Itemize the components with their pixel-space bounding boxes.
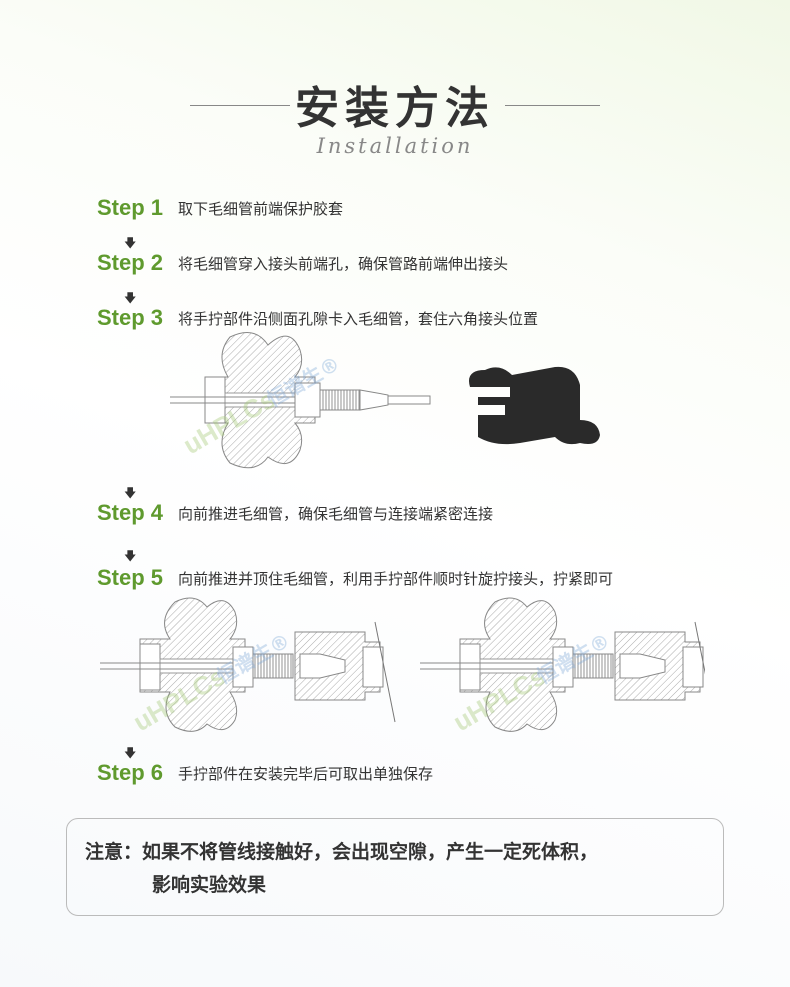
fitting-assembly-before: uHPLCs 恒谱生®: [100, 597, 396, 737]
step-text: 向前推进毛细管，确保毛细管与连接端紧密连接: [178, 504, 494, 523]
title-divider-right: [505, 105, 600, 106]
page-subtitle: Installation: [316, 134, 474, 158]
step-label: Step 4: [97, 500, 164, 525]
down-arrow-icon: 🡇: [124, 236, 137, 250]
fitting-diagram-step5: uHPLCs 恒谱生®: [100, 597, 705, 738]
step-text: 将手拧部件沿侧面孔隙卡入毛细管，套住六角接头位置: [178, 309, 539, 328]
note-box: [66, 818, 724, 916]
hand-tightening-part-photo: [469, 366, 600, 445]
step-5: Step 5 向前推进并顶住毛细管，利用手拧部件顺时针旋拧接头，拧紧即可: [97, 563, 613, 593]
down-arrow-icon: 🡇: [124, 291, 137, 305]
fitting-assembly-tightened: [419, 597, 705, 738]
note-line-1: 注意：如果不将管线接触好，会出现空隙，产生一定死体积，: [85, 841, 599, 863]
step-text: 将毛细管穿入接头前端孔，确保管路前端伸出接头: [178, 254, 509, 273]
down-arrow-icon: 🡇: [124, 549, 137, 563]
title-divider-left: [190, 105, 290, 106]
note-line-2: 影响实验效果: [152, 874, 267, 896]
step-6: Step 6 手拧部件在安装完毕后可取出单独保存: [97, 758, 433, 788]
step-2: Step 2 将毛细管穿入接头前端孔，确保管路前端伸出接头: [97, 248, 508, 278]
step-label: Step 5: [97, 565, 164, 590]
step-text: 向前推进并顶住毛细管，利用手拧部件顺时针旋拧接头，拧紧即可: [178, 569, 614, 588]
down-arrow-icon: 🡇: [124, 746, 137, 760]
fitting-diagram-step3: uHPLCs 恒谱生®: [170, 332, 600, 469]
down-arrow-icon: 🡇: [124, 486, 137, 500]
step-label: Step 1: [97, 195, 164, 220]
page-title: 安装方法: [295, 83, 495, 134]
step-label: Step 6: [97, 760, 164, 785]
step-text: 手拧部件在安装完毕后可取出单独保存: [178, 764, 434, 783]
step-label: Step 2: [97, 250, 164, 275]
step-label: Step 3: [97, 305, 164, 330]
step-text: 取下毛细管前端保护胶套: [178, 199, 344, 218]
step-3: Step 3 将手拧部件沿侧面孔隙卡入毛细管，套住六角接头位置: [97, 303, 538, 333]
note-text: 注意：如果不将管线接触好，会出现空隙，产生一定死体积， 影响实验效果: [85, 836, 598, 902]
step-4: Step 4 向前推进毛细管，确保毛细管与连接端紧密连接: [97, 498, 493, 528]
step-1: Step 1 取下毛细管前端保护胶套: [97, 193, 343, 223]
